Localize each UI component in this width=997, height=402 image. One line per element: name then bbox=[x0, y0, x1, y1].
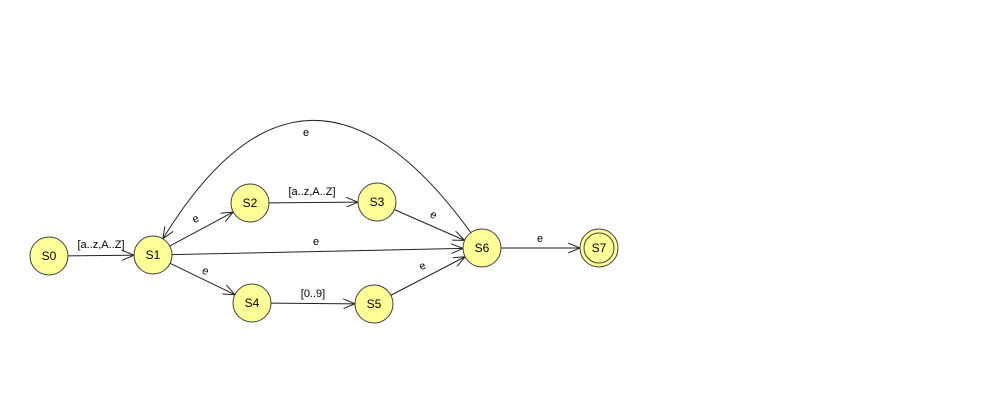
transition-s1-s6 bbox=[171, 248, 463, 256]
state-s4[interactable]: S4 bbox=[232, 283, 272, 323]
state-label: S7 bbox=[592, 241, 607, 255]
state-circle bbox=[579, 228, 619, 268]
state-circle bbox=[354, 284, 394, 324]
transition-label: [0..9] bbox=[301, 288, 325, 300]
transition-s4-s5 bbox=[270, 303, 355, 304]
transition-s6-s1 bbox=[163, 119, 472, 238]
transition-s3-s6 bbox=[394, 209, 464, 241]
state-s7[interactable]: S7 bbox=[579, 228, 619, 268]
transition-label: e bbox=[428, 209, 439, 222]
transition-label: [a..z,A..Z] bbox=[77, 239, 124, 251]
transition-label: e bbox=[190, 213, 201, 226]
state-label: S3 bbox=[370, 195, 385, 209]
transition-label: e bbox=[417, 260, 428, 273]
state-label: S5 bbox=[367, 297, 382, 311]
transitions-layer: [a..z,A..Z] e [a..z,A..Z] e e [0..9] e e e e bbox=[67, 119, 580, 304]
state-s3[interactable]: S3 bbox=[357, 182, 397, 222]
state-circle bbox=[230, 183, 270, 223]
state-s2[interactable]: S2 bbox=[230, 183, 270, 223]
transition-s2-s3 bbox=[268, 202, 358, 203]
state-s0[interactable]: S0 bbox=[29, 236, 69, 276]
state-circle bbox=[133, 235, 173, 275]
transition-label: [a..z,A..Z] bbox=[288, 186, 335, 198]
transition-s1-s4 bbox=[169, 262, 235, 294]
state-s1[interactable]: S1 bbox=[133, 235, 173, 275]
state-circle bbox=[29, 236, 69, 276]
state-s6[interactable]: S6 bbox=[462, 228, 502, 268]
transition-label: e bbox=[537, 233, 543, 245]
state-circle bbox=[462, 228, 502, 268]
state-circle bbox=[357, 182, 397, 222]
transition-s1-s2 bbox=[169, 212, 234, 247]
transition-s0-s1 bbox=[67, 255, 134, 256]
state-label: S6 bbox=[475, 241, 490, 255]
state-s5[interactable]: S5 bbox=[354, 284, 394, 324]
transition-label: e bbox=[313, 236, 319, 248]
state-label: S1 bbox=[146, 248, 161, 262]
state-label: S4 bbox=[245, 296, 260, 310]
transition-label: e bbox=[200, 265, 211, 278]
accepting-state-ring bbox=[583, 232, 615, 264]
transition-label: e bbox=[303, 127, 309, 139]
state-label: S0 bbox=[42, 249, 57, 263]
transition-s5-s6 bbox=[390, 257, 465, 296]
state-circle bbox=[232, 283, 272, 323]
state-label: S2 bbox=[243, 196, 258, 210]
